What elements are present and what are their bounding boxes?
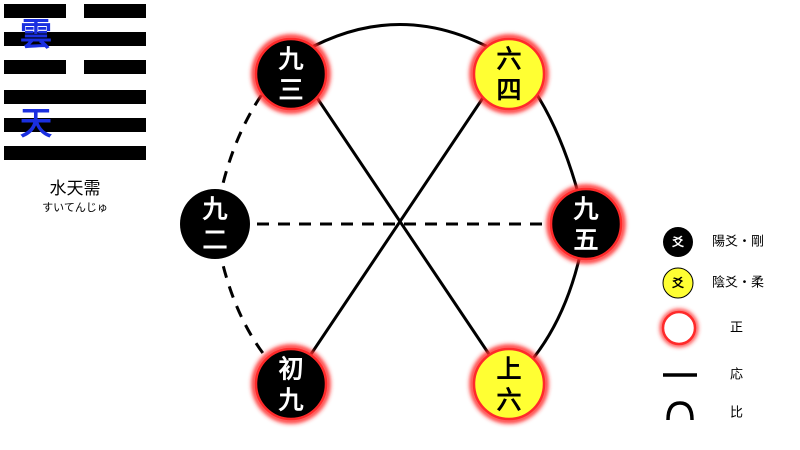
node-circle xyxy=(180,189,250,259)
node-char-bottom: 五 xyxy=(573,226,598,255)
legend-yang-swatch xyxy=(663,227,693,257)
line-4-left xyxy=(4,60,66,74)
legend-correct: 正 xyxy=(660,309,743,347)
line-4-right xyxy=(84,60,146,74)
node-char-top: 六 xyxy=(496,45,521,74)
line-6-right xyxy=(84,4,146,18)
legend-adjacent: 比 xyxy=(666,401,743,421)
legend-yang-label: 陽爻・剛 xyxy=(712,235,764,250)
legend-yin-swatch xyxy=(662,267,694,299)
correct-ring-glow xyxy=(251,34,331,114)
correct-ring-glow xyxy=(469,344,549,424)
correct-ring-glow xyxy=(546,184,626,264)
line-2 xyxy=(4,118,146,132)
line-3 xyxy=(4,90,146,104)
node-circle xyxy=(254,347,328,421)
correct-ring-glow xyxy=(251,344,331,424)
node-circle xyxy=(549,187,623,261)
legend: 爻 陽爻・剛 爻 陰爻・柔 正 応 比 xyxy=(660,227,764,421)
node-circle xyxy=(472,347,546,421)
node-rikushi: 六 四 xyxy=(469,34,549,114)
hexagram-name: 水天需 xyxy=(49,179,101,199)
node-char-top: 九 xyxy=(277,45,303,74)
legend-yang: 爻 陽爻・剛 xyxy=(663,227,764,257)
hexagram-figure: 雲 天 xyxy=(4,4,146,162)
node-char-bottom: 六 xyxy=(496,386,521,415)
legend-yang-symbol: 爻 xyxy=(671,234,685,249)
hexagram-name-block: 水天需 すいてんじゅ xyxy=(0,178,150,216)
node-kyuzan: 九 三 xyxy=(251,34,331,114)
legend-yin-label: 陰爻・柔 xyxy=(712,276,764,291)
legend-correspond: 応 xyxy=(663,368,743,383)
node-kyugo: 九 五 xyxy=(546,184,626,264)
node-char-top: 上 xyxy=(496,355,521,384)
legend-yin-symbol: 爻 xyxy=(671,275,685,290)
node-char-bottom: 三 xyxy=(278,76,303,105)
node-joroku: 上 六 xyxy=(469,344,549,424)
legend-yin: 爻 陰爻・柔 xyxy=(662,267,764,299)
node-char-top: 九 xyxy=(201,195,227,224)
legend-correspond-label: 応 xyxy=(730,368,743,383)
node-shoroku: 初 九 xyxy=(251,344,331,424)
legend-adjacent-arc xyxy=(666,401,694,421)
hexagram-reading: すいてんじゅ xyxy=(42,201,108,214)
legend-correct-swatch xyxy=(661,310,697,346)
node-char-bottom: 九 xyxy=(277,386,303,415)
node-kyuji: 九 二 xyxy=(180,189,250,259)
node-char-top: 初 xyxy=(278,355,303,384)
correct-ring-glow xyxy=(469,34,549,114)
lower-trigram-label: 天 xyxy=(19,104,52,142)
upper-trigram-label: 雲 xyxy=(19,15,52,53)
node-char-bottom: 四 xyxy=(496,76,521,105)
legend-adjacent-label: 比 xyxy=(730,406,743,421)
adjacent-arc-three-four xyxy=(290,23,510,61)
node-circle xyxy=(472,37,546,111)
node-char-bottom: 二 xyxy=(202,226,227,255)
legend-correct-label: 正 xyxy=(730,321,743,336)
node-char-top: 九 xyxy=(572,195,598,224)
line-6-left xyxy=(4,4,66,18)
line-1 xyxy=(4,146,146,160)
node-circle xyxy=(254,37,328,111)
correspond-line-three-six xyxy=(289,58,511,385)
line-5 xyxy=(4,32,146,46)
